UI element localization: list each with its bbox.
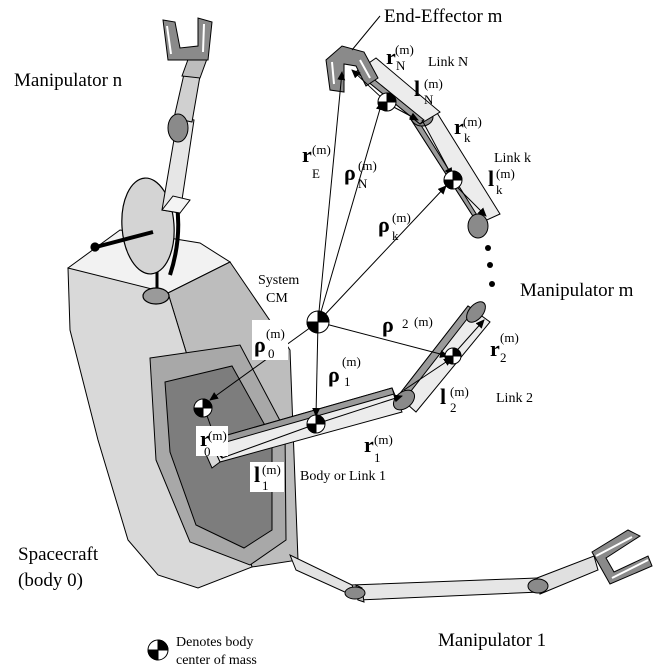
- svg-text:N: N: [396, 58, 406, 73]
- symbol-r-1: r (m) 1: [364, 432, 393, 465]
- spacecraft-label-line1: Spacecraft: [18, 544, 99, 565]
- svg-text:(m): (m): [496, 166, 515, 181]
- r-e-vector: [318, 72, 342, 322]
- svg-text:(m): (m): [312, 142, 331, 157]
- cm-link2: [445, 348, 461, 364]
- svg-text:(m): (m): [358, 158, 377, 173]
- svg-text:k: k: [464, 130, 471, 145]
- svg-text:(m): (m): [424, 76, 443, 91]
- rho-k-vector: [318, 186, 446, 322]
- svg-text:ρ: ρ: [328, 362, 340, 387]
- svg-text:l: l: [440, 384, 446, 409]
- svg-text:ρ: ρ: [344, 160, 356, 185]
- manipulator-n-label: Manipulator n: [14, 70, 123, 91]
- svg-text:E: E: [312, 166, 320, 181]
- link-k-label: Link k: [494, 151, 531, 166]
- manipulator-1: [290, 530, 652, 602]
- link-n-label: Link N: [428, 55, 468, 70]
- link-n: [326, 46, 440, 124]
- cm-body0: [194, 399, 212, 417]
- cm-system: [307, 311, 329, 333]
- svg-text:l: l: [488, 166, 494, 191]
- rho-n-vector: [318, 102, 382, 322]
- cm-linkk: [444, 171, 462, 189]
- end-effector-label: End-Effector m: [384, 6, 503, 27]
- svg-text:k: k: [392, 228, 399, 243]
- symbol-rho-0: ρ (m) 0: [252, 320, 288, 361]
- manipulator-1-label: Manipulator 1: [438, 630, 546, 651]
- svg-text:1: 1: [262, 478, 269, 493]
- symbol-l-2: l (m) 2: [440, 384, 469, 415]
- body-or-link-1-label: Body or Link 1: [300, 469, 386, 484]
- svg-text:ρ: ρ: [378, 212, 390, 237]
- symbol-r-e: r (m) E: [302, 142, 331, 181]
- svg-text:1: 1: [374, 450, 381, 465]
- ellipsis-dots: [485, 245, 495, 287]
- symbol-r-2: r (m) 2: [490, 330, 519, 365]
- svg-text:(m): (m): [342, 354, 361, 369]
- svg-text:r: r: [364, 432, 374, 457]
- svg-text:1: 1: [344, 374, 351, 389]
- link-2-label: Link 2: [496, 391, 533, 406]
- cm-link1: [307, 415, 325, 433]
- svg-text:2: 2: [402, 316, 409, 331]
- svg-text:0: 0: [268, 346, 275, 361]
- symbol-rho-k: ρ (m) k: [378, 210, 411, 243]
- manipulator-m-label: Manipulator m: [520, 280, 634, 301]
- svg-text:N: N: [358, 176, 368, 191]
- svg-text:(m): (m): [374, 432, 393, 447]
- svg-text:r: r: [490, 336, 500, 361]
- svg-text:0: 0: [204, 444, 211, 459]
- legend-label-line1: Denotes body: [176, 635, 253, 650]
- svg-text:r: r: [302, 142, 312, 167]
- end-effector-leader: [352, 16, 380, 50]
- svg-text:(m): (m): [463, 114, 482, 129]
- legend-label-line2: center of mass: [176, 653, 257, 668]
- svg-text:l: l: [254, 462, 260, 487]
- symbol-r-n: r (m) N: [386, 42, 414, 73]
- svg-text:ρ: ρ: [254, 332, 266, 357]
- svg-text:l: l: [414, 76, 420, 101]
- cm-legend-icon: [148, 640, 168, 660]
- svg-text:2: 2: [500, 350, 507, 365]
- svg-text:(m): (m): [395, 42, 414, 57]
- system-cm-label-line2: CM: [266, 291, 288, 306]
- svg-text:(m): (m): [414, 314, 433, 329]
- system-cm-label-line1: System: [258, 273, 299, 288]
- svg-text:(m): (m): [500, 330, 519, 345]
- symbol-r-0: r (m) 0: [196, 426, 228, 459]
- svg-text:(m): (m): [262, 462, 281, 477]
- svg-text:ρ: ρ: [382, 312, 394, 337]
- svg-text:N: N: [424, 92, 434, 107]
- symbol-l-1: l (m) 1: [250, 462, 284, 493]
- svg-text:k: k: [496, 182, 503, 197]
- symbol-rho-2: ρ 2 (m): [382, 312, 433, 337]
- svg-text:(m): (m): [208, 428, 227, 443]
- svg-text:(m): (m): [450, 384, 469, 399]
- symbol-l-k: l (m) k: [488, 166, 515, 197]
- symbol-rho-1: ρ (m) 1: [328, 354, 361, 389]
- spacecraft-label-line2: (body 0): [18, 570, 83, 591]
- manipulator-n: [162, 18, 212, 213]
- svg-text:(m): (m): [266, 326, 285, 341]
- svg-text:2: 2: [450, 400, 457, 415]
- cm-linkn: [378, 93, 396, 111]
- svg-text:(m): (m): [392, 210, 411, 225]
- rho-1-vector: [316, 322, 318, 416]
- symbol-r-k: r (m) k: [454, 114, 482, 145]
